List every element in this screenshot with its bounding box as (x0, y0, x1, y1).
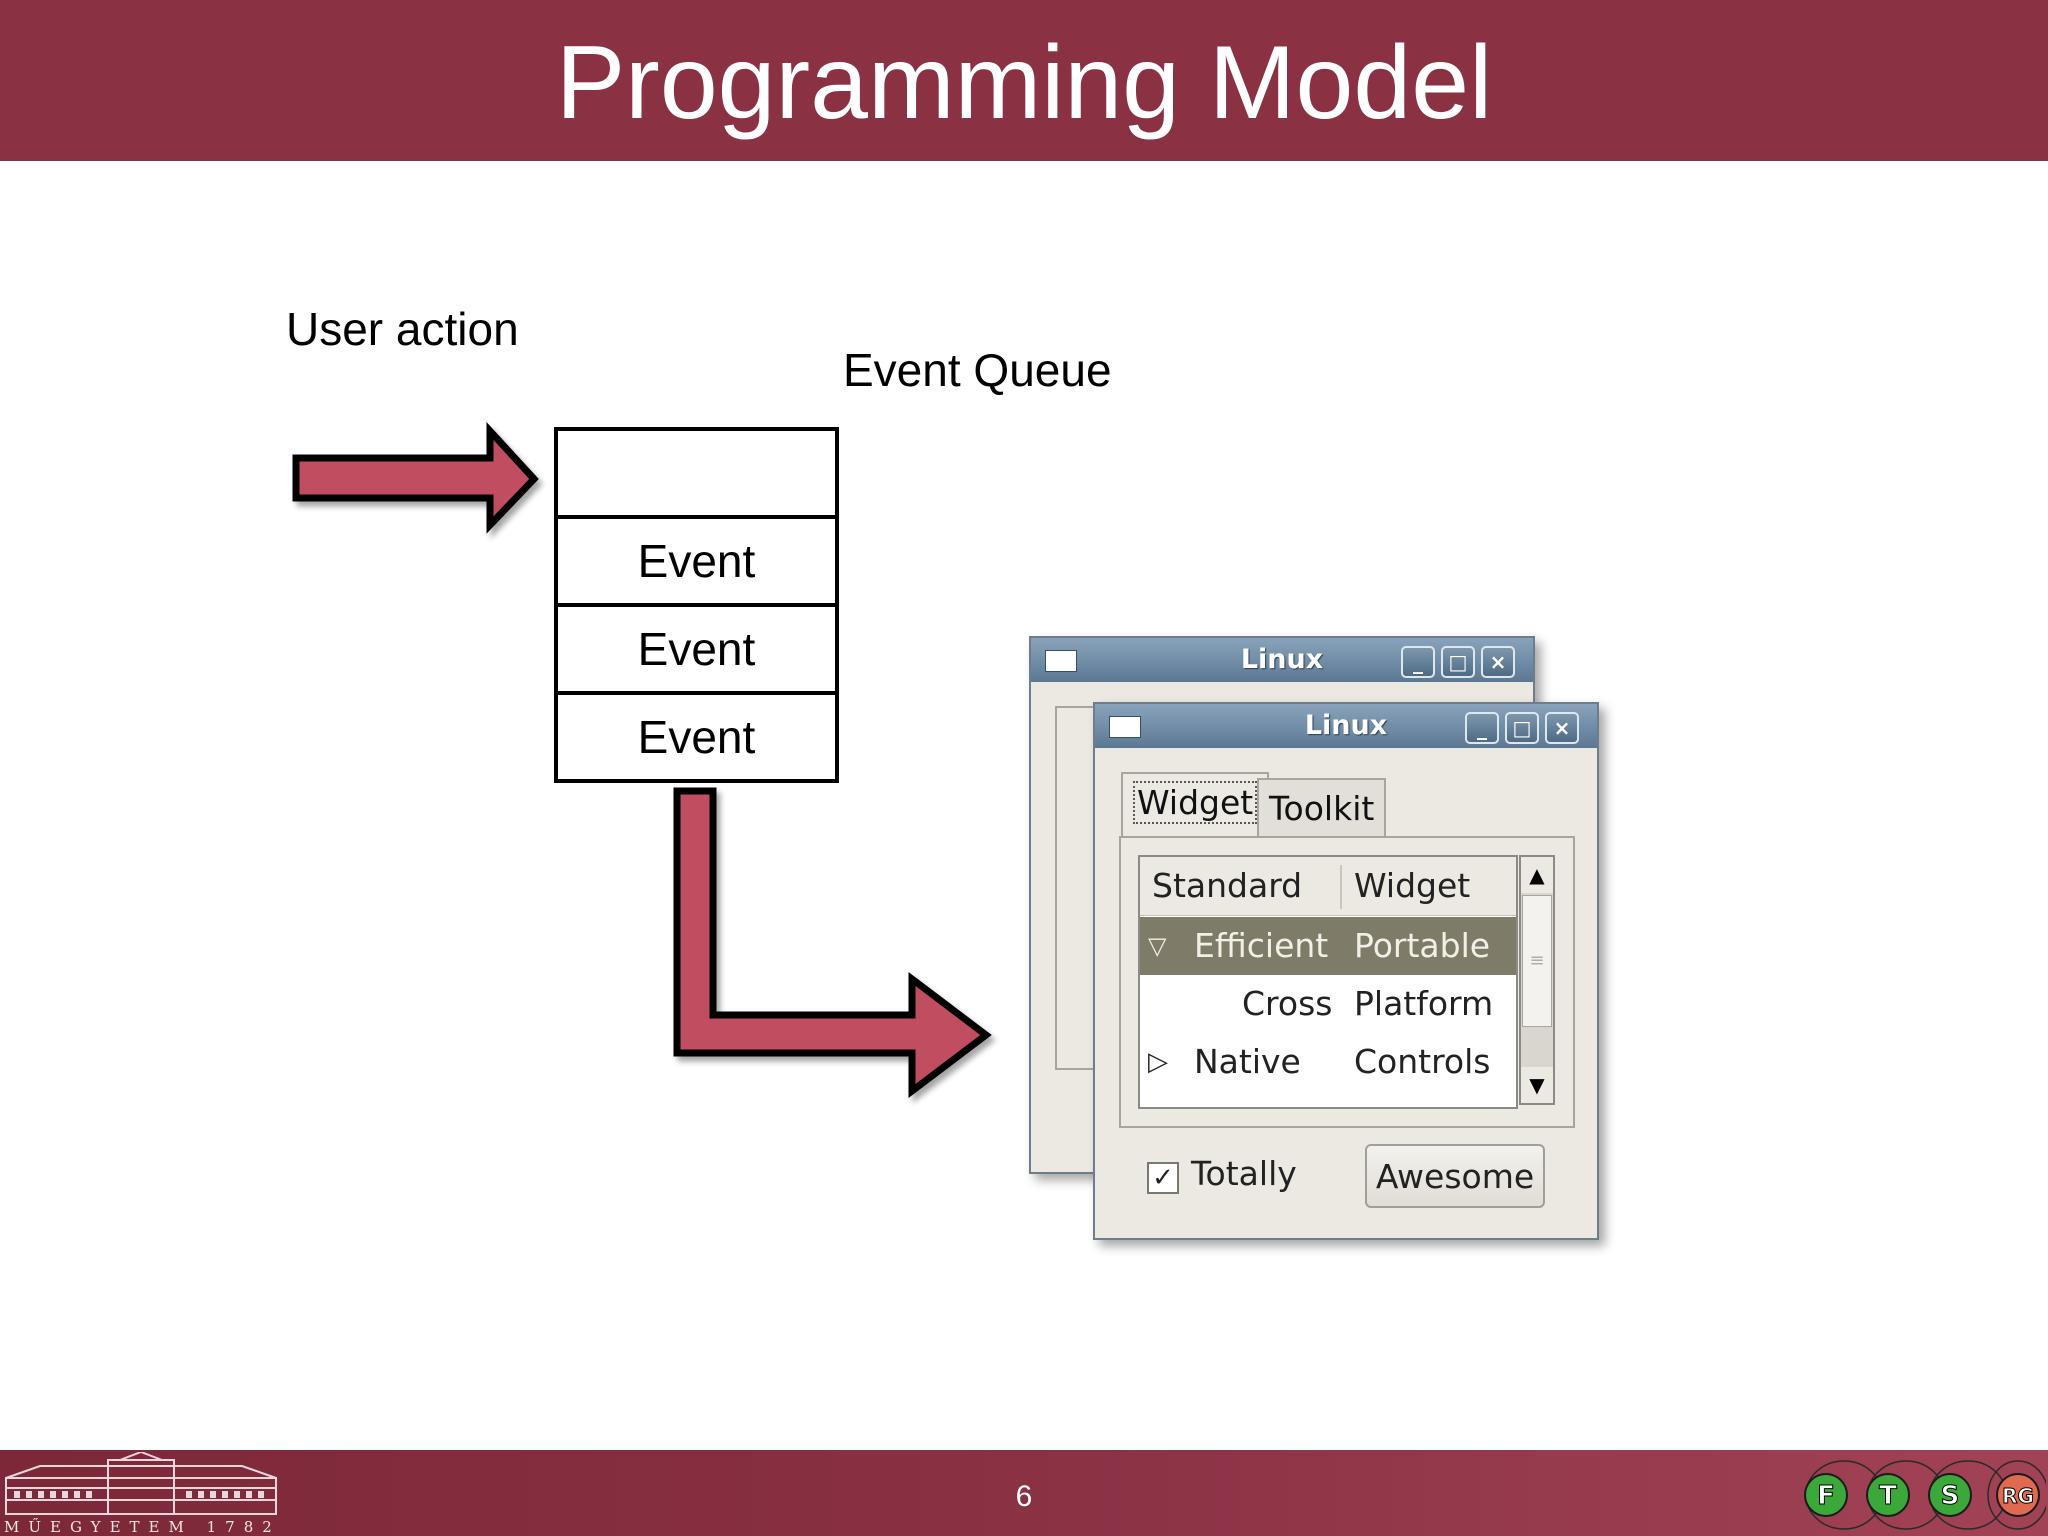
footer-bar (0, 1450, 2048, 1536)
totally-label: Totally (1191, 1154, 1297, 1193)
list-item[interactable]: ▷ Native Controls (1140, 1033, 1516, 1091)
scroll-thumb[interactable]: ≡ (1522, 895, 1552, 1027)
expander-closed-icon[interactable]: ▷ (1148, 1047, 1168, 1077)
totally-checkbox[interactable]: ✓ (1147, 1162, 1179, 1194)
list-item-col1: Efficient (1194, 926, 1329, 965)
close-icon[interactable]: × (1481, 646, 1515, 678)
list-item-col2: Controls (1354, 1042, 1491, 1081)
page-number: 6 (1015, 1480, 1033, 1513)
tab-widget-label: Widget (1133, 781, 1258, 824)
close-icon[interactable]: × (1545, 712, 1579, 744)
slide-title: Programming Model (555, 25, 1493, 141)
scroll-down-icon[interactable]: ▼ (1521, 1067, 1553, 1103)
scroll-up-icon[interactable]: ▲ (1521, 857, 1553, 893)
vertical-scrollbar[interactable]: ▲ ≡ ▼ (1519, 855, 1555, 1105)
ftsrg-letters-rg: RG (2002, 1484, 2034, 1508)
window-menu-icon[interactable] (1109, 716, 1141, 738)
list-item-col2: Platform (1354, 984, 1494, 1023)
awesome-button[interactable]: Awesome (1365, 1144, 1545, 1208)
ftsrg-letter-s: S (1941, 1481, 1960, 1511)
column-header-widget[interactable]: Widget (1354, 866, 1471, 905)
event-queue-label: Event Queue (843, 344, 1112, 396)
back-window-titlebar[interactable]: Linux _ □ × (1031, 638, 1533, 682)
event-queue: Event Event Event (554, 427, 839, 783)
front-window: Linux _ □ × Widget Toolkit Standard Widg… (1093, 702, 1599, 1240)
ftsrg-letter-t: T (1879, 1481, 1897, 1511)
university-logo-text: MŰEGYETEM 1782 (4, 1518, 281, 1536)
checkbox-check-icon: ✓ (1152, 1163, 1174, 1193)
minimize-icon[interactable]: _ (1401, 646, 1435, 678)
list-item[interactable]: Cross Platform (1140, 975, 1516, 1033)
university-logo: MŰEGYETEM 1782 (4, 1452, 281, 1536)
user-action-label: User action (286, 303, 519, 355)
queue-event: Event (637, 711, 756, 763)
queue-slot-empty (558, 431, 835, 519)
column-separator (1340, 865, 1342, 909)
dispatch-arrow (673, 787, 992, 1099)
user-action-arrow (292, 422, 539, 534)
minimize-icon[interactable]: _ (1465, 712, 1499, 744)
list-item-col1: Native (1194, 1042, 1301, 1081)
tab-toolkit-label: Toolkit (1269, 789, 1375, 828)
window-menu-icon[interactable] (1045, 650, 1077, 672)
column-header-standard[interactable]: Standard (1152, 866, 1303, 905)
list-item-col2: Portable (1354, 926, 1491, 965)
list-item-col1: Cross (1242, 984, 1333, 1023)
title-bar: Programming Model (0, 0, 2048, 161)
list-header-row: Standard Widget (1140, 857, 1516, 916)
maximize-icon[interactable]: □ (1441, 646, 1475, 678)
tab-panel: Standard Widget ▽ Efficient Portable Cro… (1119, 836, 1575, 1128)
ftsrg-logo: F T S RG (1804, 1460, 2046, 1530)
front-window-title: Linux (1304, 710, 1388, 741)
ftsrg-letter-f: F (1817, 1481, 1835, 1511)
back-window-title: Linux (1240, 644, 1324, 675)
tree-list[interactable]: Standard Widget ▽ Efficient Portable Cro… (1138, 855, 1518, 1109)
expander-open-icon[interactable]: ▽ (1148, 932, 1167, 960)
maximize-icon[interactable]: □ (1505, 712, 1539, 744)
tab-widget[interactable]: Widget (1121, 772, 1270, 836)
front-window-titlebar[interactable]: Linux _ □ × (1095, 704, 1597, 748)
tab-toolkit[interactable]: Toolkit (1257, 778, 1387, 836)
list-item[interactable]: ▽ Efficient Portable (1140, 917, 1516, 975)
queue-event: Event (558, 607, 835, 695)
queue-event: Event (558, 519, 835, 607)
